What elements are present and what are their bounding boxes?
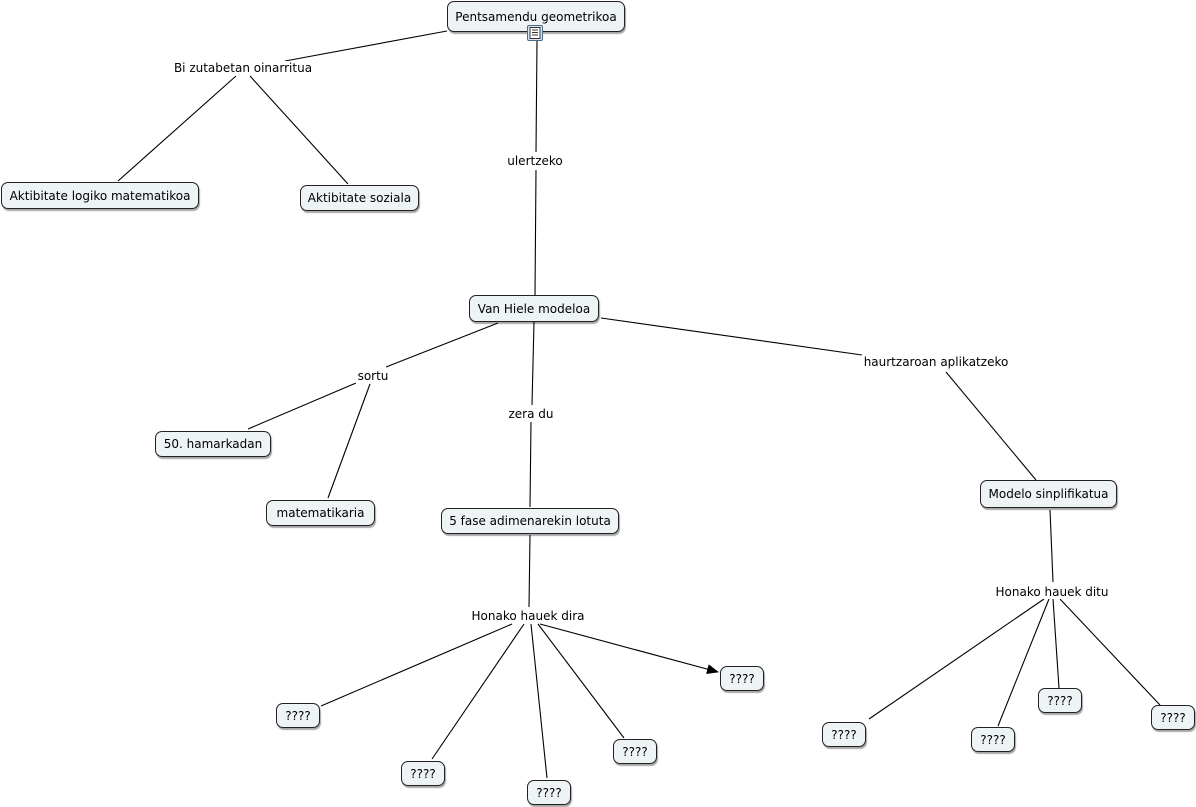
- edge-sortu-matematikaria: [327, 383, 371, 499]
- edge-vanhiele-zera-du: [531, 321, 535, 406]
- edge-bi-zutabetan-soziala: [249, 75, 349, 185]
- edge-honako-dira-f3: [530, 623, 548, 779]
- concept-aktibitate-soziala[interactable]: Aktibitate soziala: [300, 185, 419, 211]
- concept-fase-5[interactable]: ????: [720, 666, 764, 691]
- edge-root-bi-zutabetan: [284, 30, 448, 62]
- concept-fase-1[interactable]: ????: [276, 703, 320, 728]
- link-label-bi-zutabetan: Bi zutabetan oinarritua: [171, 61, 315, 75]
- concept-fase-2[interactable]: ????: [401, 761, 445, 786]
- edge-honako-ditu-s4: [1059, 598, 1161, 706]
- link-label-ulertzeko: ulertzeko: [505, 154, 565, 168]
- concept-sinplifikatua-4[interactable]: ????: [1151, 705, 1195, 730]
- edge-honako-dira-f1: [320, 623, 513, 707]
- concept-50-hamarkadan[interactable]: 50. hamarkadan: [155, 431, 271, 457]
- edge-bi-zutabetan-logiko: [117, 75, 237, 182]
- edge-ulertzeko-vanhiele: [534, 169, 537, 296]
- edge-vanhiele-sortu: [385, 322, 499, 368]
- edge-sinplifikatua-honako-ditu: [1049, 509, 1054, 583]
- link-label-honako-ditu: Honako hauek ditu: [993, 585, 1111, 599]
- link-label-sortu: sortu: [355, 369, 391, 383]
- edge-haurtzaroan-sinplifikatua: [945, 371, 1037, 481]
- concept-modelo-sinplifikatua[interactable]: Modelo sinplifikatua: [980, 480, 1117, 508]
- edge-honako-dira-f4: [537, 623, 625, 739]
- edge-honako-ditu-s1: [868, 598, 1045, 720]
- concept-fase-3[interactable]: ????: [527, 780, 571, 805]
- edge-honako-ditu-s3: [1052, 598, 1060, 689]
- concept-sinplifikatua-3[interactable]: ????: [1038, 688, 1082, 713]
- edge-honako-ditu-s2: [997, 598, 1050, 727]
- concept-sinplifikatua-2[interactable]: ????: [971, 727, 1015, 752]
- link-label-honako-dira: Honako hauek dira: [469, 609, 587, 623]
- concept-sinplifikatua-1[interactable]: ????: [822, 722, 866, 747]
- concept-5-fase-adimenarekin-lotuta[interactable]: 5 fase adimenarekin lotuta: [441, 508, 619, 534]
- link-label-zera-du: zera du: [506, 407, 556, 421]
- edge-honako-dira-f2: [431, 623, 525, 760]
- concept-van-hiele-modeloa[interactable]: Van Hiele modeloa: [469, 295, 599, 322]
- edge-honako-dira-f5: [539, 623, 719, 674]
- document-icon[interactable]: [527, 25, 543, 41]
- edge-zera-du-fase: [529, 421, 532, 508]
- concept-matematikaria[interactable]: matematikaria: [266, 500, 375, 526]
- concept-aktibitate-logiko-matematikoa[interactable]: Aktibitate logiko matematikoa: [1, 182, 199, 209]
- link-label-haurtzaroan: haurtzaroan aplikatzeko: [861, 355, 1011, 369]
- edge-vanhiele-haurtzaroan: [600, 317, 863, 356]
- edge-root-ulertzeko: [535, 40, 538, 153]
- edge-sortu-hamarkadan: [247, 382, 357, 430]
- concept-fase-4[interactable]: ????: [613, 739, 657, 764]
- edge-fase-honako-dira: [528, 534, 531, 608]
